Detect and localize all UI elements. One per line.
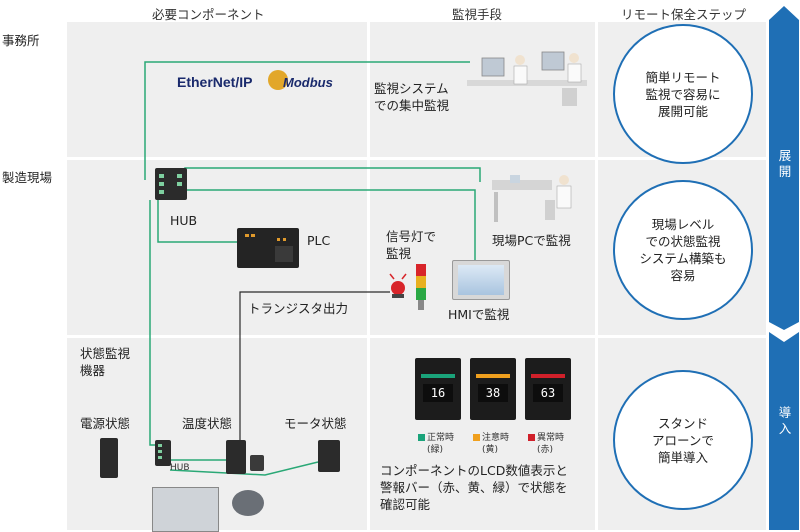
intro-label: 導 入 [778, 405, 792, 436]
lcd-description: コンポーネントのLCD数値表示と 警報バー（赤、黄、緑）で状態を 確認可能 [380, 463, 568, 512]
power-monitor-device [100, 438, 118, 478]
condition-device-label: 状態監視 機器 [80, 346, 131, 378]
legend-normal-label: 正常時 (緑) [427, 433, 455, 455]
row-label-factory: 製造現場 [2, 170, 53, 185]
progress-arrow [769, 6, 799, 530]
hub-bottom-label: HUB [170, 463, 190, 473]
temp-monitor-device [226, 440, 246, 474]
hmi-screen-icon [452, 260, 510, 300]
row-label-office: 事務所 [2, 33, 40, 48]
legend-swatch-red [528, 434, 535, 441]
hub-top-label: HUB [170, 213, 198, 228]
lcd-value: 16 [423, 384, 453, 402]
line-plc [157, 200, 238, 243]
line-down [149, 200, 158, 446]
hub-top-device [155, 168, 187, 200]
plc-device [237, 228, 299, 268]
legend-swatch-yellow [473, 434, 480, 441]
central-monitoring-label: 監視システム での集中監視 [374, 81, 450, 113]
header-monitoring: 監視手段 [452, 7, 503, 22]
line-hmi [185, 189, 476, 262]
signal-tower-label: 信号灯で 監視 [386, 229, 437, 261]
temp-sensor-device [250, 455, 264, 471]
transistor-output-label: トランジスタ出力 [248, 301, 349, 316]
hub-bottom-device [155, 440, 171, 466]
lcd-value: 38 [478, 384, 508, 402]
panel-site-components [67, 160, 367, 335]
alarm-bar [421, 374, 455, 378]
motor-monitor-device [318, 440, 340, 472]
lcd-unit-caution: 38 [470, 358, 516, 420]
lcd-unit-abnormal: 63 [525, 358, 571, 420]
line-transistor [239, 291, 390, 445]
step-circle-standalone: スタンド アローンで 簡単導入 [613, 370, 753, 510]
power-status-label: 電源状態 [80, 416, 131, 431]
step-circle-site: 現場レベル での状態監視 システム構築も 容易 [613, 180, 753, 320]
modbus-logo-icon [268, 70, 288, 90]
step-site-text: 現場レベル での状態監視 システム構築も 容易 [639, 217, 727, 283]
legend-swatch-green [418, 434, 425, 441]
line-office [144, 61, 470, 180]
factory-pc-illustration [490, 170, 582, 230]
line-motor [169, 461, 319, 476]
step-circle-remote: 簡単リモート 監視で容易に 展開可能 [613, 24, 753, 164]
legend-abnormal-label: 異常時 (赤) [537, 433, 565, 455]
motor-icon [232, 490, 264, 516]
motor-status-label: モータ状態 [284, 416, 347, 431]
alarm-bar [476, 374, 510, 378]
lcd-value: 63 [533, 384, 563, 402]
site-pc-label: 現場PCで監視 [492, 233, 571, 248]
panel-office-monitoring [370, 22, 595, 157]
step-remote-text: 簡単リモート 監視で容易に 展開可能 [645, 69, 721, 119]
signal-tower-icon [388, 262, 436, 312]
temp-status-label: 温度状態 [182, 416, 233, 431]
control-panel-icon [152, 487, 219, 532]
plc-label: PLC [307, 233, 331, 248]
office-workers-illustration [462, 38, 592, 113]
step-standalone-text: スタンド アローンで 簡単導入 [652, 415, 714, 465]
line-site-pc [184, 167, 481, 182]
header-components: 必要コンポーネント [152, 7, 265, 22]
legend-caution-label: 注意時 (黄) [482, 433, 510, 455]
modbus-logo: Modbus [283, 75, 333, 90]
header-steps: リモート保全ステップ [621, 7, 747, 22]
hmi-label: HMIで監視 [448, 307, 510, 322]
expand-label: 展 開 [778, 148, 792, 179]
panel-office-components [67, 22, 367, 157]
alarm-bar [531, 374, 565, 378]
ethernetip-logo: EtherNet/IP [177, 74, 253, 90]
lcd-unit-normal: 16 [415, 358, 461, 420]
